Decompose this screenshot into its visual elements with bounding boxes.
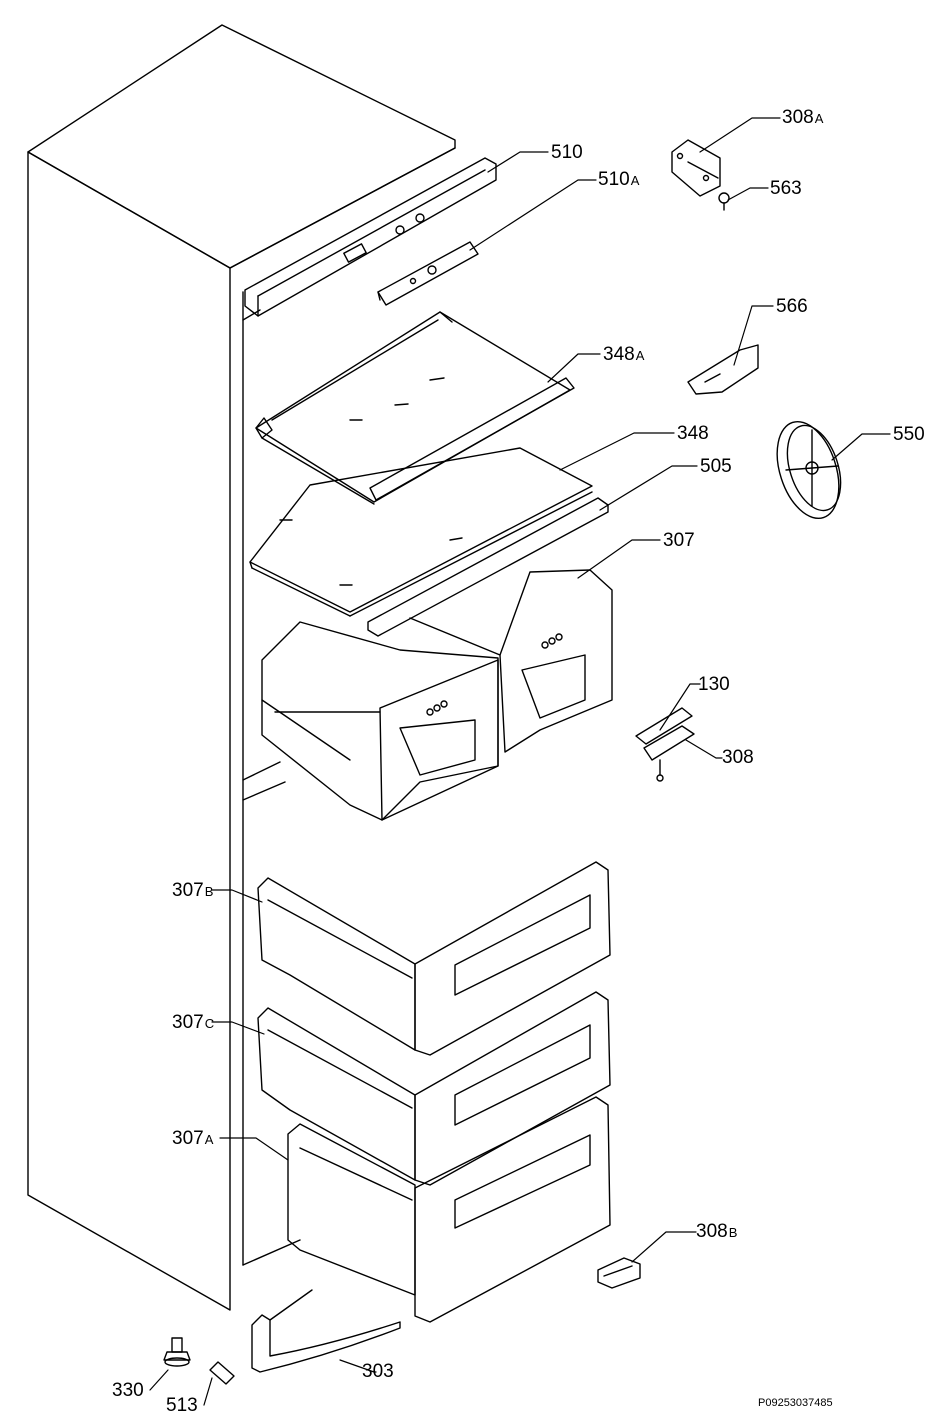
label-308a: 308A xyxy=(782,108,823,127)
part-303-kick-plate xyxy=(251,1289,401,1373)
label-510-number: 510 xyxy=(551,142,583,163)
label-510a-suffix: A xyxy=(630,173,640,188)
label-566-number: 566 xyxy=(776,296,808,317)
part-510a-panel-insert xyxy=(377,241,479,306)
label-130-number: 130 xyxy=(698,674,730,695)
label-130: 130 xyxy=(698,675,730,694)
part-130-308-hinge-assembly xyxy=(635,707,695,782)
label-348a-number: 348 xyxy=(603,344,635,365)
label-303-number: 303 xyxy=(362,1361,394,1382)
label-307: 307 xyxy=(663,531,695,550)
label-307-number: 307 xyxy=(663,530,695,551)
part-505-shelf-trim xyxy=(367,497,609,637)
label-303: 303 xyxy=(362,1362,394,1381)
label-505: 505 xyxy=(700,457,732,476)
label-348: 348 xyxy=(677,424,709,443)
label-510a: 510A xyxy=(598,170,639,189)
label-308-number: 308 xyxy=(722,747,754,768)
label-510a-number: 510 xyxy=(598,169,630,190)
part-566-bracket xyxy=(687,344,759,395)
label-307b: 307B xyxy=(172,881,213,900)
label-566: 566 xyxy=(776,297,808,316)
label-308a-number: 308 xyxy=(782,107,814,128)
label-307c-suffix: C xyxy=(204,1016,215,1031)
label-307c: 307C xyxy=(172,1013,214,1032)
label-563: 563 xyxy=(770,179,802,198)
label-513: 513 xyxy=(166,1396,198,1415)
part-513-clip xyxy=(209,1361,235,1385)
part-308a-hinge-bracket xyxy=(671,139,721,197)
label-307b-number: 307 xyxy=(172,880,204,901)
drawing-code: P09253037485 xyxy=(758,1397,833,1409)
label-307a: 307A xyxy=(172,1129,213,1148)
part-307c-drawer xyxy=(257,991,611,1186)
label-307a-suffix: A xyxy=(204,1132,214,1147)
part-348-glass-shelf xyxy=(249,447,593,617)
label-550-number: 550 xyxy=(893,424,925,445)
label-308b-number: 308 xyxy=(696,1221,728,1242)
part-348a-glass-shelf xyxy=(255,311,575,505)
label-348a-suffix: A xyxy=(635,348,645,363)
cabinet-body xyxy=(27,24,456,1311)
label-510: 510 xyxy=(551,143,583,162)
label-308a-suffix: A xyxy=(814,111,824,126)
label-307c-number: 307 xyxy=(172,1012,204,1033)
label-348a: 348A xyxy=(603,345,644,364)
label-330: 330 xyxy=(112,1381,144,1400)
part-563-screw xyxy=(718,192,730,211)
label-308b-suffix: B xyxy=(728,1225,738,1240)
part-330-adjustable-foot xyxy=(163,1337,191,1367)
label-563-number: 563 xyxy=(770,178,802,199)
part-307-crisper-drawers xyxy=(261,569,613,821)
label-308b: 308B xyxy=(696,1222,737,1241)
leader-lines xyxy=(149,117,891,1406)
part-308b-hinge xyxy=(597,1257,641,1289)
label-330-number: 330 xyxy=(112,1380,144,1401)
label-307a-number: 307 xyxy=(172,1128,204,1149)
label-505-number: 505 xyxy=(700,456,732,477)
label-348-number: 348 xyxy=(677,423,709,444)
label-307b-suffix: B xyxy=(204,884,214,899)
part-550-wheel xyxy=(776,420,842,520)
label-308: 308 xyxy=(722,748,754,767)
label-550: 550 xyxy=(893,425,925,444)
part-307a-drawer xyxy=(287,1096,611,1323)
label-513-number: 513 xyxy=(166,1395,198,1416)
part-510-control-panel xyxy=(244,157,497,317)
part-307b-drawer xyxy=(257,861,611,1056)
